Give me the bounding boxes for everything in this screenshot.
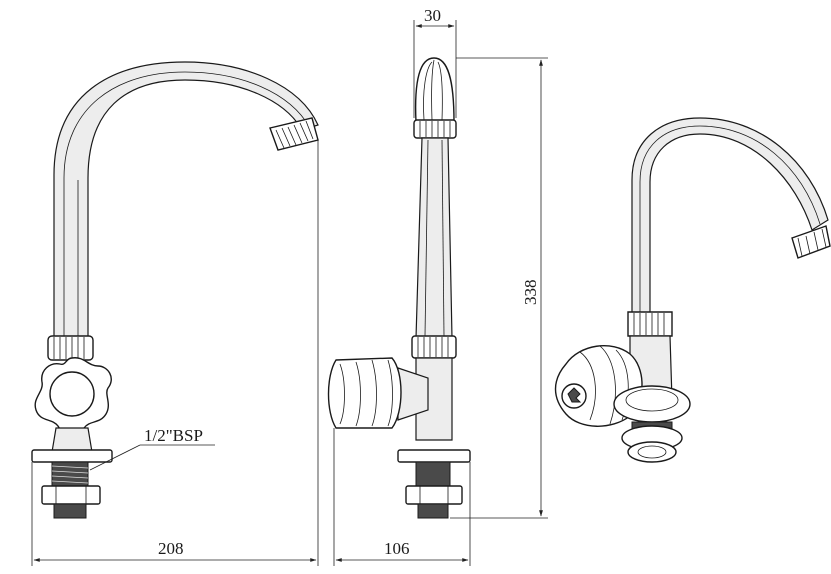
front-thread-lines xyxy=(51,465,89,494)
side-collar-ridges xyxy=(417,337,449,357)
front-handle-hub xyxy=(49,371,95,417)
front-base-flange xyxy=(31,449,113,463)
dimension-side-width: 106 xyxy=(333,428,471,566)
dimension-338-label: 338 xyxy=(521,280,540,306)
side-handle xyxy=(327,357,402,429)
dimension-height: 338 xyxy=(450,57,548,519)
front-body-lower xyxy=(51,427,93,453)
side-cap-grooves xyxy=(423,59,443,121)
iso-base-flange xyxy=(613,385,691,423)
front-bottom-thread xyxy=(53,503,87,519)
dimension-106-label: 106 xyxy=(384,539,410,558)
iso-nozzle xyxy=(791,225,831,259)
front-spout-inner-line xyxy=(63,71,311,338)
front-nut xyxy=(41,485,101,505)
dimension-spout-width: 30 xyxy=(413,6,457,118)
side-tube xyxy=(415,137,453,339)
side-handle-grooves xyxy=(339,359,393,427)
bsp-label: 1/2"BSP xyxy=(144,426,203,445)
dimension-30-label: 30 xyxy=(424,6,441,25)
iso-spout-body xyxy=(631,117,829,319)
side-top-cap xyxy=(414,57,455,123)
side-bottom-thread xyxy=(417,503,449,519)
side-collar xyxy=(411,335,457,359)
side-view xyxy=(327,57,471,519)
front-nut-faces xyxy=(55,486,87,504)
isometric-view xyxy=(554,117,831,463)
front-spout-body xyxy=(53,61,319,341)
front-collar xyxy=(47,335,94,361)
side-base-flange xyxy=(397,449,471,463)
front-collar-ridges xyxy=(53,337,85,359)
iso-collar xyxy=(627,311,673,337)
iso-handle-logo xyxy=(567,387,582,403)
dimension-208-label: 208 xyxy=(158,539,184,558)
side-nozzle-ridges xyxy=(419,121,451,137)
bsp-leader xyxy=(89,444,141,471)
iso-bottom-ring xyxy=(627,441,677,463)
front-view: 1/2"BSP xyxy=(31,61,319,519)
front-nozzle-ridges xyxy=(275,120,314,149)
side-nut xyxy=(405,485,463,505)
dimension-front-width: 208 xyxy=(31,140,319,566)
